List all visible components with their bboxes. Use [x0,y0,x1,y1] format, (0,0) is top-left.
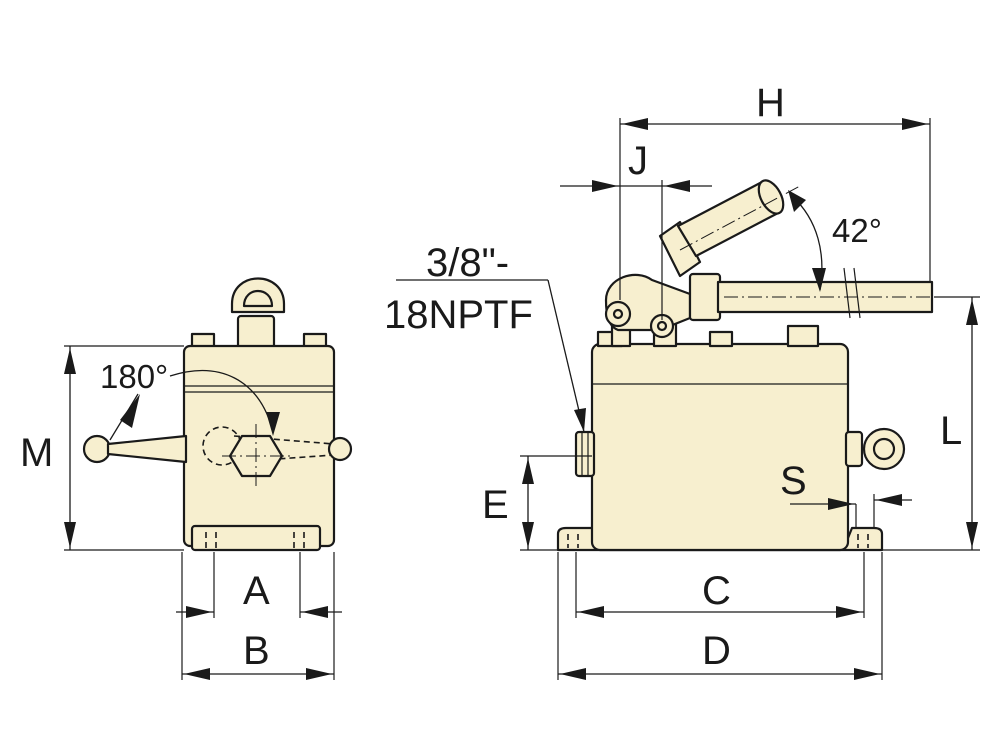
dim-e-label: E [482,483,509,527]
dim-j-label: J [628,139,648,183]
side-top-bolt-2 [708,330,734,348]
side-view: 42° H J 3/8"- 18NPTF L E [384,81,980,680]
dim-d-label: D [702,629,731,673]
dim-b-label: B [243,629,270,673]
front-hex-fitting [222,424,290,488]
front-view: 180° M A B [20,277,353,680]
dim-s-label: S [780,459,807,503]
side-lever-raised [658,179,801,278]
side-pump-head [604,273,692,348]
front-eyebolt [230,277,286,350]
angle-42-label: 42° [832,212,882,249]
rotation-arc [169,369,273,429]
port-spec-line1: 3/8"- [426,241,509,285]
dim-m-label: M [20,431,53,475]
front-lever-handle [82,426,353,466]
dim-a-label: A [243,569,270,613]
side-eye-fitting [844,427,906,471]
angle-180-label: 180° [100,358,168,395]
side-lever-horizontal [688,267,952,322]
side-top-bolt-3 [786,324,820,348]
side-body [590,342,850,552]
port-spec-line2: 18NPTF [384,293,533,337]
dim-l-label: L [940,409,962,453]
dim-c-label: C [702,569,731,613]
side-port-fitting [574,430,596,478]
dim-h-label: H [756,81,785,125]
front-base [190,524,322,552]
